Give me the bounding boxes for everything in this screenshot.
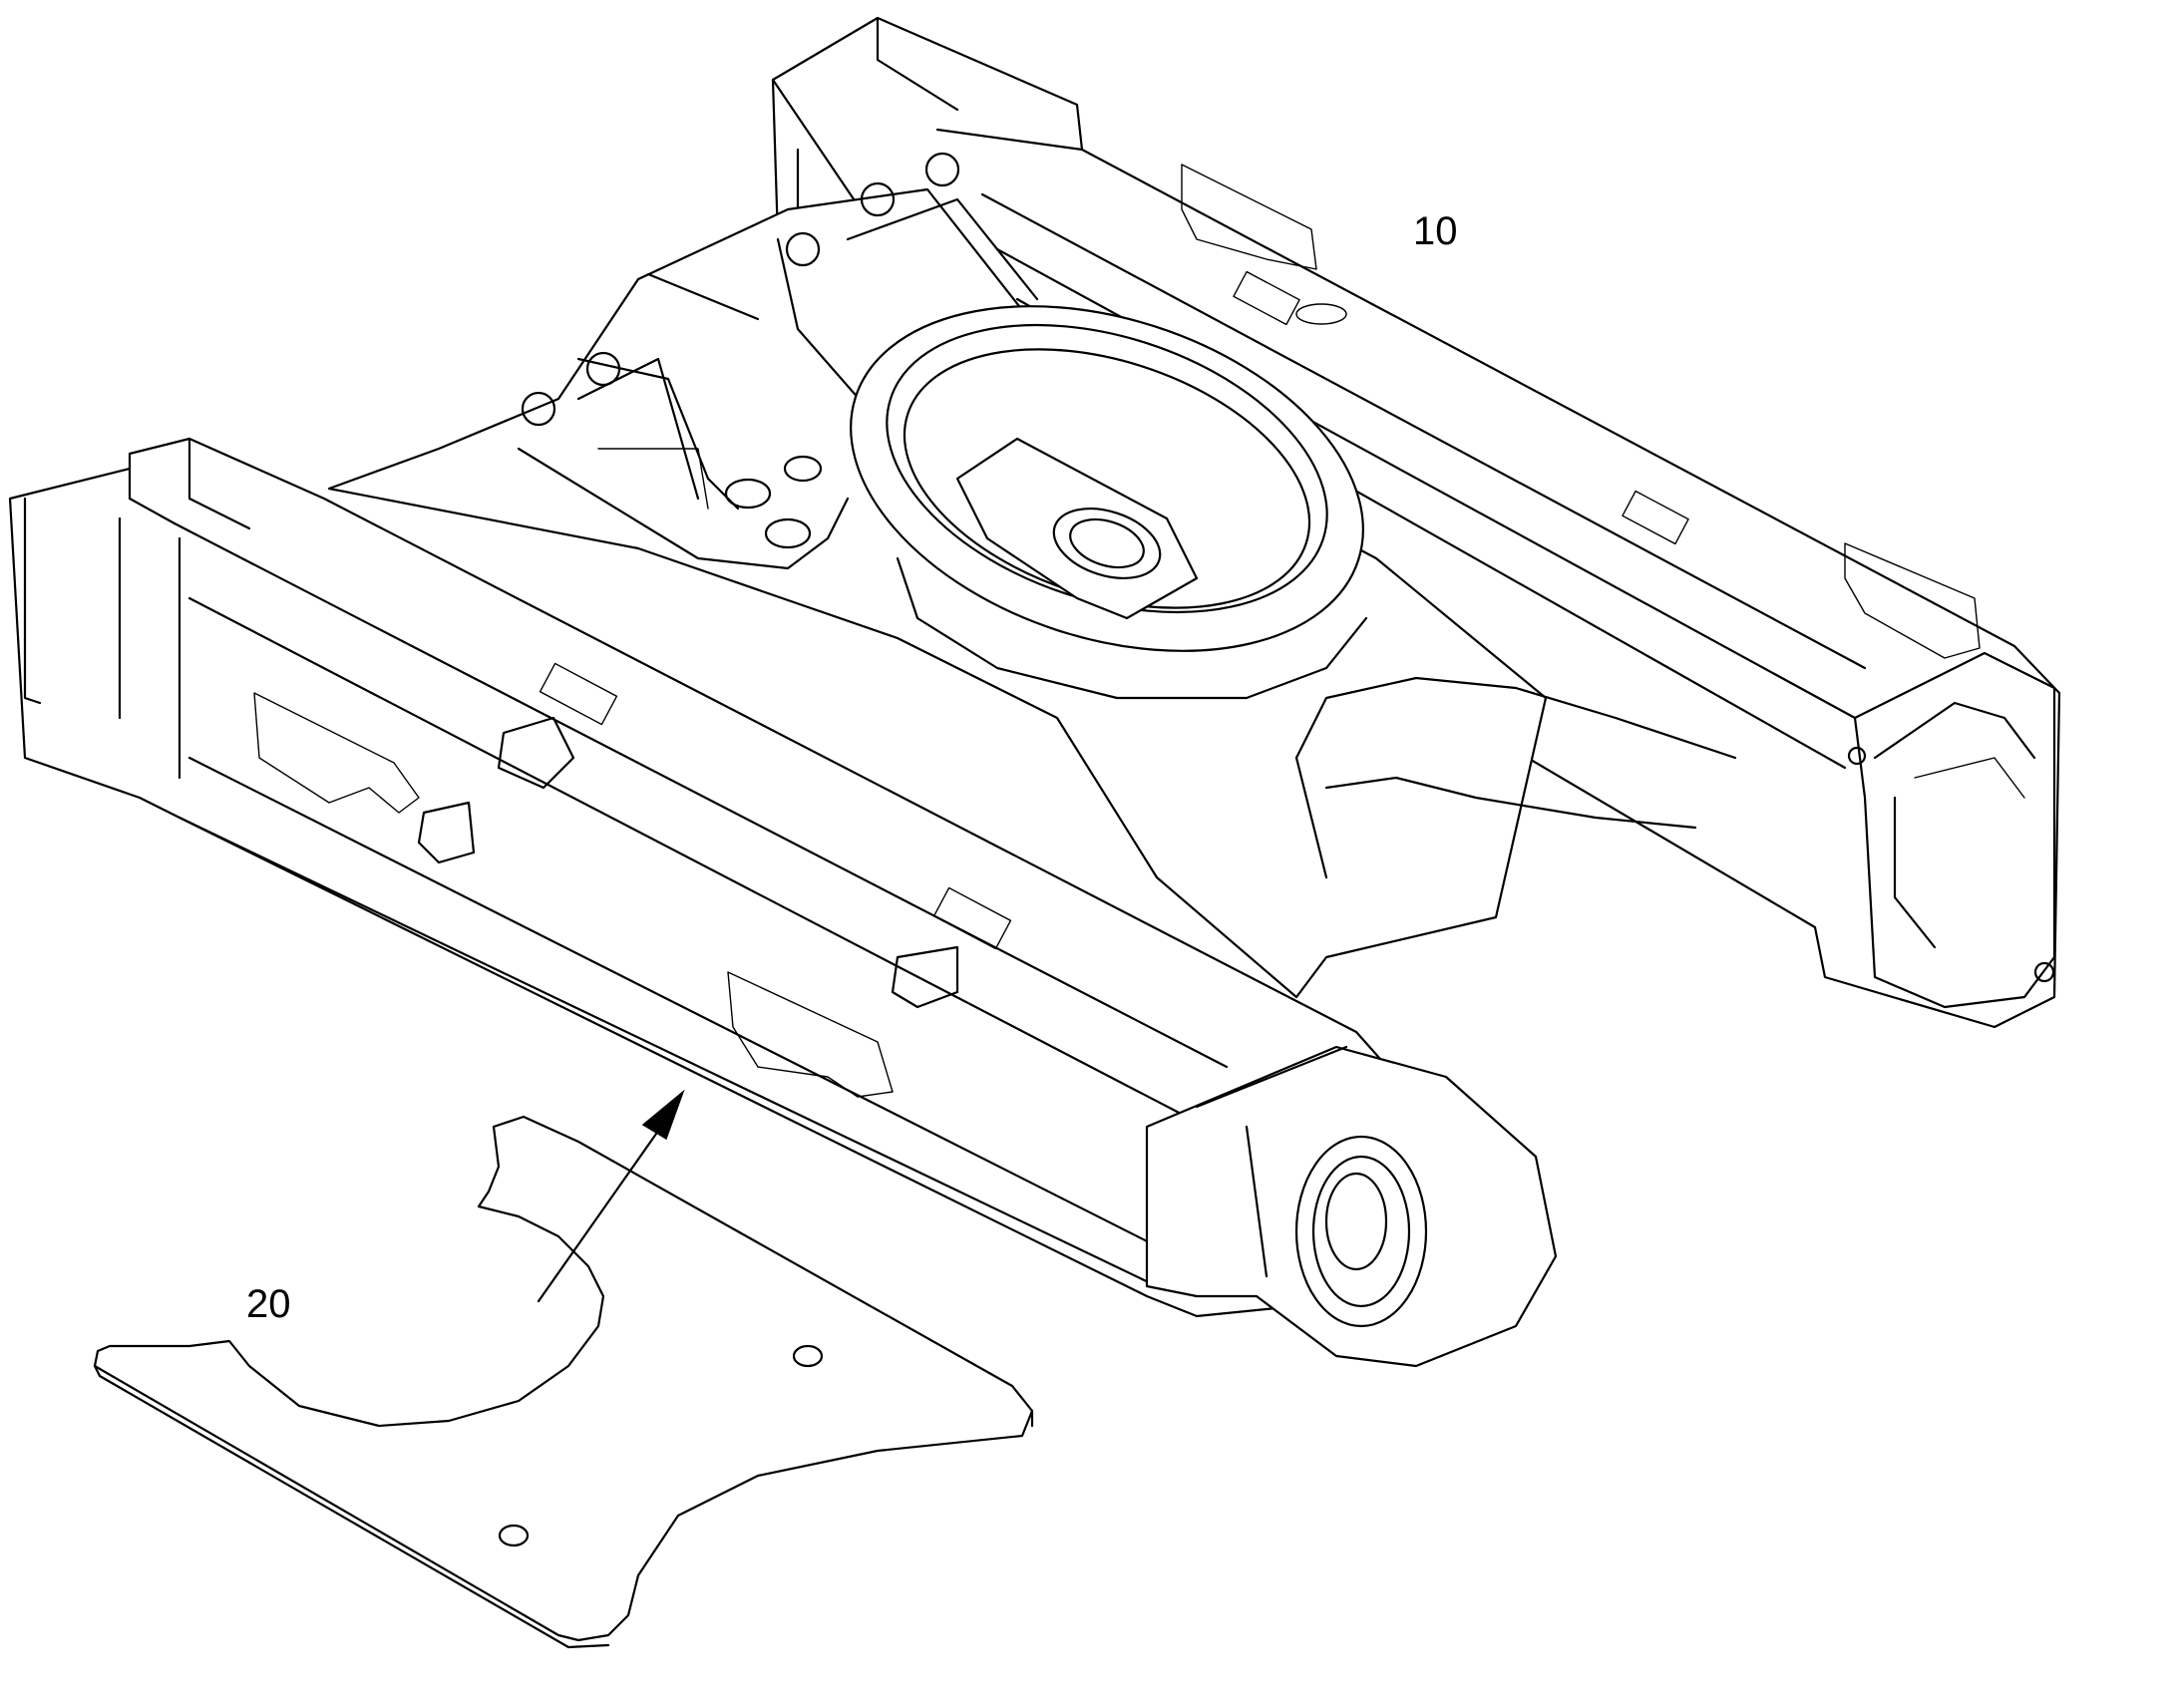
callout-plate-number: 20 [246, 1282, 291, 1326]
undercarriage-frame [8, 16, 2061, 1368]
center-body [327, 152, 1737, 999]
right-track-frame [771, 16, 2061, 1029]
callout-frame-number: 10 [1413, 209, 1458, 253]
swing-bearing-ring [850, 305, 1368, 700]
cover-plate [93, 1115, 1034, 1649]
left-track-frame [8, 437, 1558, 1368]
assembly-arrow [537, 1089, 685, 1303]
